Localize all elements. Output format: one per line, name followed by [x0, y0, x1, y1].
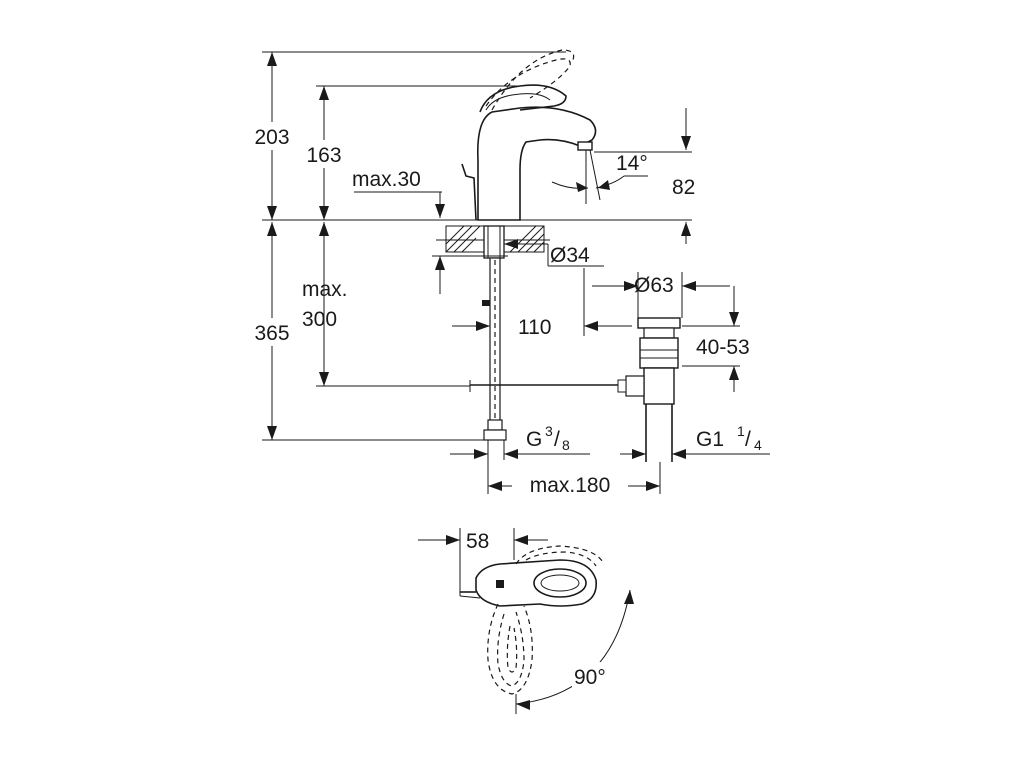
dim-max30: max.30: [352, 168, 508, 294]
dim-90: 90°: [515, 589, 634, 714]
dim-max30-label: max.30: [352, 168, 421, 191]
dim-82-label: 82: [672, 176, 695, 199]
dim-g38-prefix: G: [526, 428, 542, 451]
dim-58-label: 58: [466, 530, 489, 553]
dim-g38-num: 3: [545, 423, 553, 439]
dim-g38-den: 8: [562, 437, 570, 453]
dim-203: 203: [246, 51, 566, 220]
dim-max300-value: 300: [302, 308, 337, 331]
faucet-body: [461, 49, 597, 221]
dim-203-label: 203: [254, 126, 289, 149]
dim-g114-num: 1: [737, 423, 745, 439]
dim-58: 58: [418, 528, 548, 596]
supply-hose: [482, 225, 507, 441]
dim-waste-diameter-label: Ø63: [634, 274, 674, 297]
faucet-plan: [459, 545, 605, 695]
dim-angle-label: 14°: [616, 152, 648, 175]
svg-text:/: /: [554, 428, 560, 451]
waste-valve: [617, 317, 681, 462]
dim-hole-label: Ø34: [550, 244, 590, 267]
dim-365-label: 365: [254, 322, 289, 345]
top-view: 58 90°: [418, 528, 634, 714]
dim-40-53: 40-53: [682, 286, 750, 392]
dim-163: 163: [298, 85, 520, 220]
dim-max300-prefix: max.: [302, 278, 348, 301]
dim-hole-diameter: Ø34: [504, 239, 604, 267]
dim-40-53-label: 40-53: [696, 336, 750, 359]
dim-waste-diameter: Ø63: [592, 272, 730, 318]
dim-g114-prefix: G1: [696, 428, 724, 451]
dim-max180-label: max.180: [530, 474, 611, 497]
svg-text:/: /: [745, 428, 751, 451]
dim-max180: max.180: [488, 462, 661, 497]
dim-365: 365: [246, 222, 486, 441]
dim-g38: G 3 / 8: [450, 423, 590, 494]
side-view: 203 163 max.30: [246, 49, 770, 497]
dim-g114: G1 1 / 4: [620, 423, 770, 459]
dim-163-label: 163: [306, 144, 341, 167]
dim-90-label: 90°: [574, 666, 606, 689]
dim-angle-82: 14° 82: [551, 108, 695, 244]
dim-110: 110: [452, 268, 632, 339]
dim-110-label: 110: [518, 316, 551, 339]
dim-max300: max. 300: [302, 222, 470, 387]
dim-g114-den: 4: [754, 437, 762, 453]
